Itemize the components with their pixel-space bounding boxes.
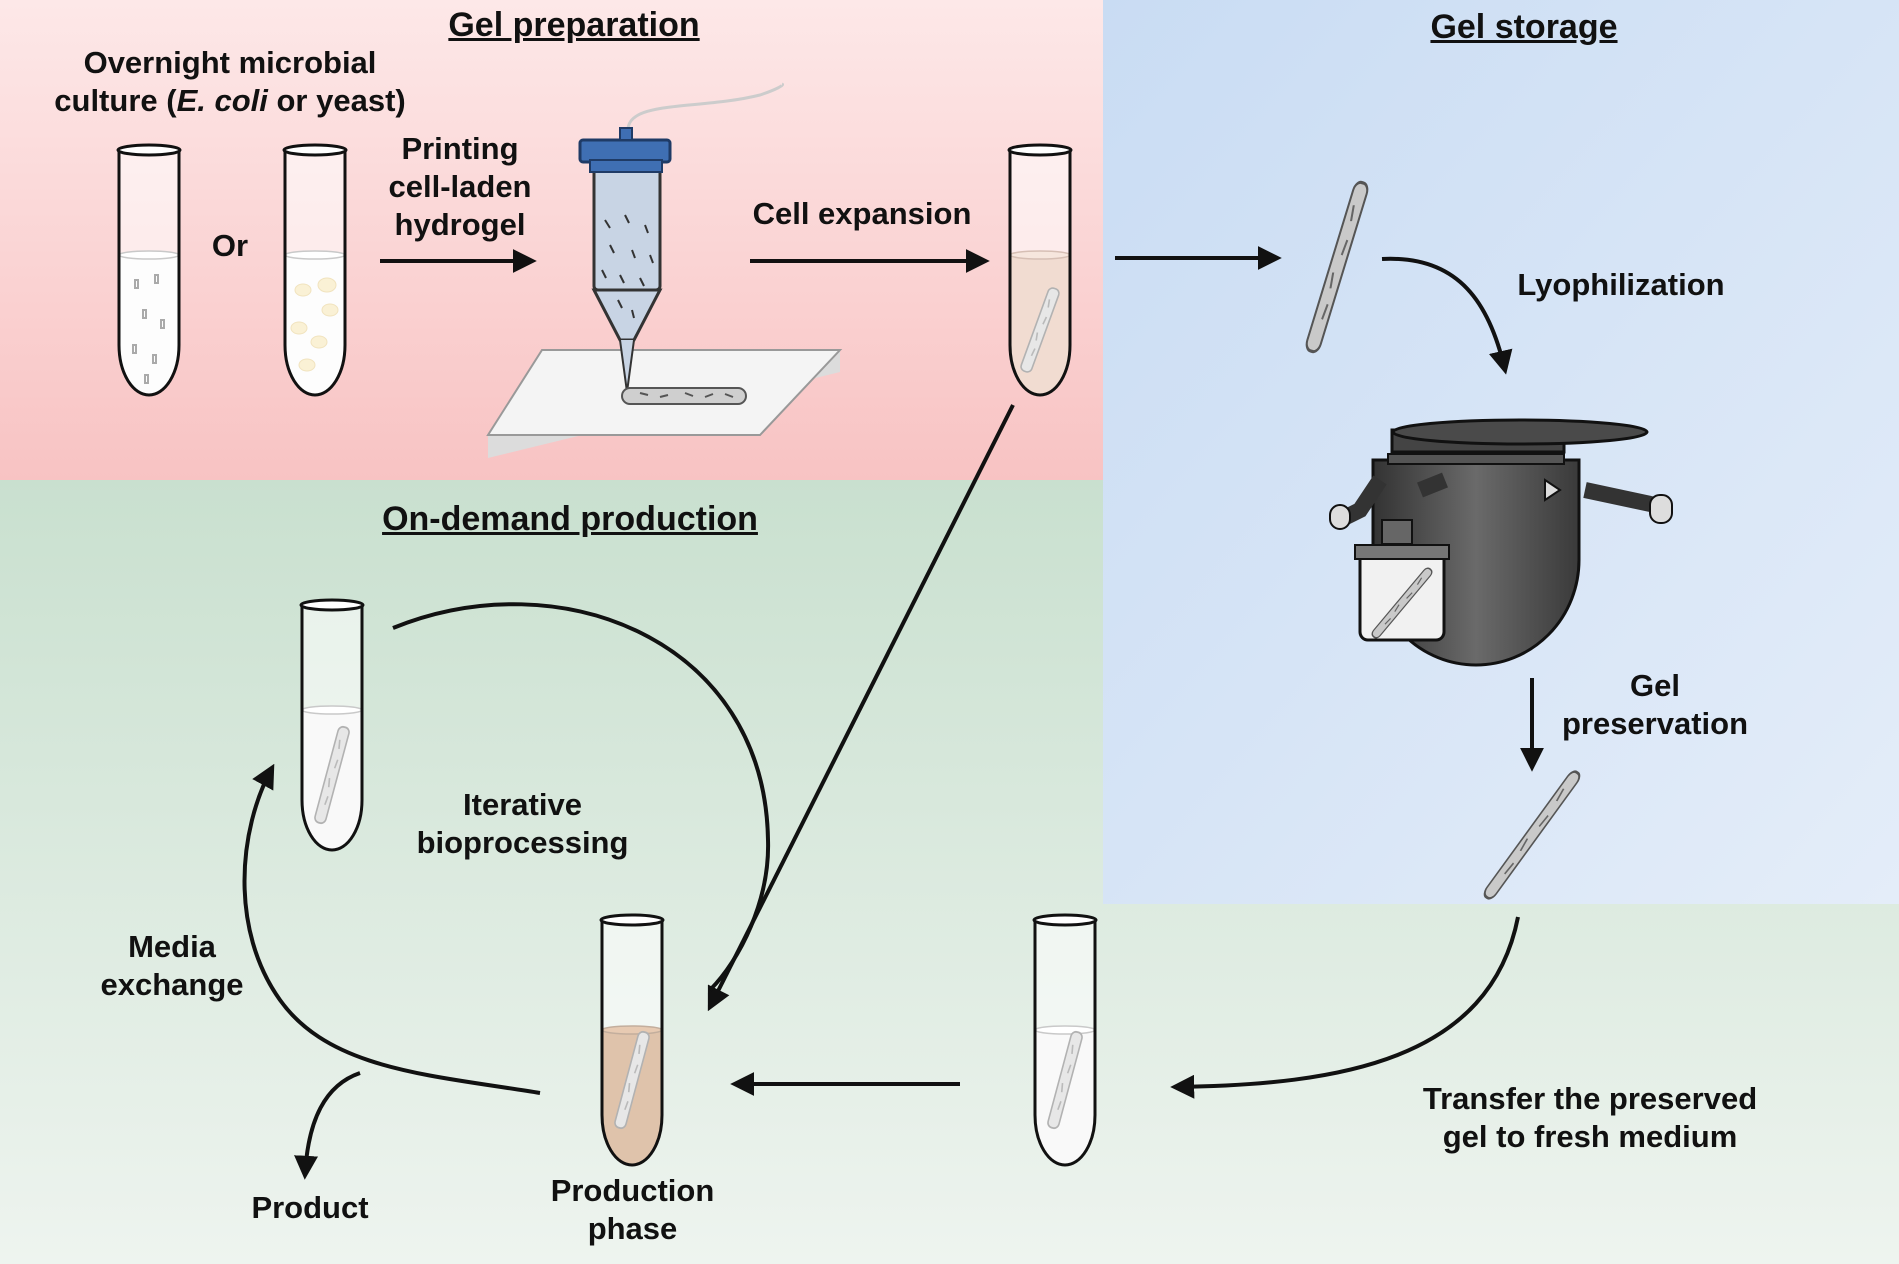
lyophilizer-illustration xyxy=(1329,418,1673,667)
transfer-line2: gel to fresh medium xyxy=(1442,1119,1738,1154)
production-phase-label: Production phase xyxy=(540,1172,725,1248)
culture-suffix: or yeast) xyxy=(267,83,406,118)
product-label: Product xyxy=(251,1190,369,1225)
bioprinter-illustration xyxy=(486,82,843,458)
media-exchange-label: Media exchange xyxy=(82,928,262,1004)
printing-label: Printing cell-laden hydrogel xyxy=(360,130,560,244)
or-label: Or xyxy=(211,228,249,263)
media-line2: exchange xyxy=(100,967,244,1002)
fresh-medium-tube xyxy=(1032,913,1098,1167)
printing-line3: hydrogel xyxy=(394,207,526,242)
arrow-product xyxy=(294,1071,361,1180)
lyophilization-label: Lyophilization xyxy=(1517,267,1725,302)
gel-preservation-line2: preservation xyxy=(1561,706,1749,741)
culture-label-line2: culture (E. coli or yeast) xyxy=(30,82,430,120)
production-line2: phase xyxy=(587,1211,678,1246)
on-demand-production-title: On-demand production xyxy=(382,500,758,538)
production-line1: Production xyxy=(550,1173,715,1208)
iterative-tube xyxy=(299,598,365,852)
media-line1: Media xyxy=(128,929,216,964)
arrow-lyophilization xyxy=(1381,256,1513,375)
arrow-iterative-cycle xyxy=(392,602,771,992)
iterative-bioprocessing-label: Iterative bioprocessing xyxy=(400,786,645,862)
printing-line1: Printing xyxy=(401,131,519,166)
cell-expansion-label: Cell expansion xyxy=(752,196,972,231)
cell-expansion-tube xyxy=(1007,143,1073,397)
iterative-line2: bioprocessing xyxy=(416,825,629,860)
iterative-line1: Iterative xyxy=(463,787,582,822)
culture-prefix: culture ( xyxy=(54,83,177,118)
culture-species: E. coli xyxy=(176,83,268,118)
gel-preservation-label: Gel preservation xyxy=(1545,667,1765,743)
production-phase-tube xyxy=(599,913,665,1167)
transfer-label: Transfer the preserved gel to fresh medi… xyxy=(1400,1080,1780,1156)
arrow-transfer xyxy=(1170,916,1520,1099)
transfer-line1: Transfer the preserved xyxy=(1422,1081,1758,1116)
yeast-culture-tube xyxy=(282,143,348,397)
ecoli-culture-tube xyxy=(116,143,182,397)
gel-preservation-line1: Gel xyxy=(1630,668,1680,703)
culture-label: Overnight microbial culture (E. coli or … xyxy=(30,44,430,120)
gel-storage-title: Gel storage xyxy=(1430,8,1618,46)
arrow-expansion-to-production xyxy=(707,404,1015,1012)
arrow-media-exchange xyxy=(242,763,541,1095)
printing-line2: cell-laden xyxy=(388,169,532,204)
gel-preparation-title: Gel preparation xyxy=(448,6,700,44)
culture-label-line1: Overnight microbial xyxy=(83,45,377,80)
